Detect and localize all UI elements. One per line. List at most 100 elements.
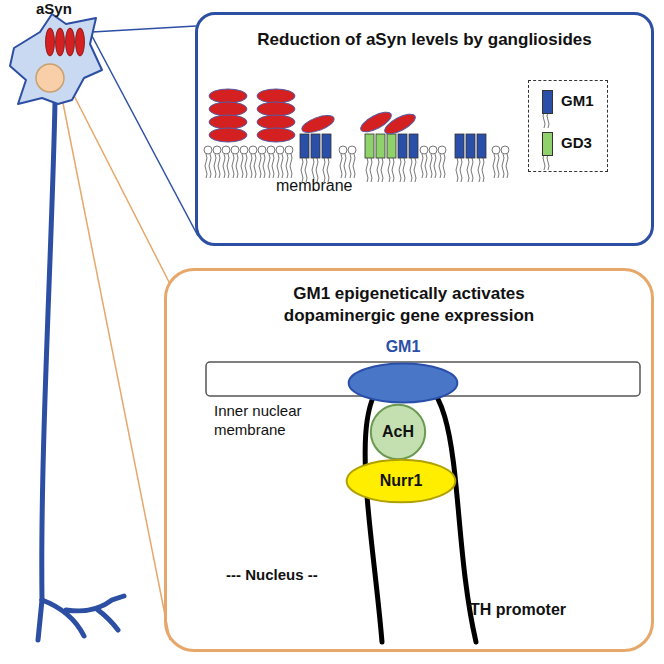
membrane-label: Inner nuclear membrane: [214, 402, 326, 440]
panel-title: Reduction of aSyn levels by gangliosides: [205, 29, 645, 51]
lipid-tail: [286, 154, 288, 178]
lipid-tail: [502, 154, 504, 178]
lipid-head: [213, 146, 221, 154]
asyn-protein: [257, 102, 295, 116]
lipid-tail: [272, 154, 274, 178]
asyn-protein: [209, 115, 247, 129]
legend-box: GM1GD3: [528, 80, 608, 172]
lipid-tail: [460, 158, 462, 182]
lipid-head: [348, 146, 356, 154]
lipid-tail: [456, 158, 458, 182]
asyn-aggregates: [46, 28, 85, 56]
ganglioside: [455, 134, 464, 158]
lipid-tail: [414, 158, 416, 182]
cell-body: [10, 14, 102, 104]
lipid-head: [438, 146, 446, 154]
leader-line: [92, 36, 198, 236]
nucleus: [36, 64, 64, 92]
lipid-tail: [399, 158, 401, 182]
lipid-tail: [263, 154, 265, 178]
asyn-protein: [209, 102, 247, 116]
lipid-tail: [277, 154, 279, 178]
lipid-tail: [218, 154, 220, 178]
lipid-head: [276, 146, 284, 154]
lipid-tail: [410, 158, 412, 182]
lipid-tail: [281, 154, 283, 178]
asyn-protein: [300, 112, 336, 136]
lipid-tail: [232, 154, 234, 178]
cell-label: aSyn: [36, 0, 72, 19]
lipid-head: [501, 146, 509, 154]
lipid-tail: [478, 158, 480, 182]
lipid-membrane: [204, 89, 549, 182]
lipid-tail: [388, 158, 390, 182]
lipid-tail: [227, 154, 229, 178]
lipid-tail: [209, 154, 211, 178]
node-outline: [371, 405, 425, 459]
molecule-node: GM1: [347, 363, 459, 403]
lipid-tail: [439, 154, 441, 178]
lipid-tail: [381, 158, 383, 182]
lipid-tail: [268, 154, 270, 178]
lipid-tail: [214, 154, 216, 178]
molecule-node: Nurr1: [345, 459, 457, 503]
leader-line: [60, 88, 170, 640]
node-label: GM1: [347, 337, 459, 358]
lipid-tail: [241, 154, 243, 178]
panel-title: GM1 epigenetically activates dopaminergi…: [259, 283, 559, 327]
lipid-tail: [250, 154, 252, 178]
lipid-head: [204, 146, 212, 154]
legend-label: GD3: [561, 134, 592, 151]
lipid-tail: [254, 154, 256, 178]
legend-label: GM1: [561, 92, 594, 109]
ganglioside: [477, 134, 486, 158]
lipid-tail: [493, 154, 495, 178]
lipid-head: [249, 146, 257, 154]
molecule-node: AcH: [370, 404, 426, 460]
lipid-tail: [497, 154, 499, 178]
ganglioside: [409, 134, 418, 158]
legend-swatch: [542, 90, 553, 114]
lipid-head: [492, 146, 500, 154]
membrane-label: membrane: [276, 176, 352, 196]
ganglioside: [311, 134, 320, 158]
region-label: --- Nucleus --: [226, 566, 318, 585]
lipid-head: [267, 146, 275, 154]
lipid-head: [429, 146, 437, 154]
lipid-tail: [377, 158, 379, 182]
ganglioside: [398, 134, 407, 158]
axon: [38, 102, 124, 640]
asyn-protein: [257, 128, 295, 142]
lipid-tail: [340, 154, 342, 178]
lipid-tail: [392, 158, 394, 182]
lipid-tail: [223, 154, 225, 178]
lipid-tail: [443, 154, 445, 178]
node-label: AcH: [370, 422, 426, 443]
lipid-head: [222, 146, 230, 154]
lipid-tail: [471, 158, 473, 182]
lipid-tail: [403, 158, 405, 182]
ganglioside: [322, 134, 331, 158]
asyn-protein: [209, 128, 247, 142]
ganglioside: [376, 134, 385, 158]
lipid-tail: [205, 154, 207, 178]
lipid-tail: [430, 154, 432, 178]
lipid-head: [339, 146, 347, 154]
node-label: Nurr1: [345, 471, 457, 492]
lipid-head: [258, 146, 266, 154]
lipid-tail: [434, 154, 436, 178]
ganglioside: [365, 134, 374, 158]
asyn-protein: [257, 115, 295, 129]
lipid-tail: [370, 158, 372, 182]
lipid-tail: [259, 154, 261, 178]
lipid-head: [420, 146, 428, 154]
lipid-tail: [236, 154, 238, 178]
ganglioside: [466, 134, 475, 158]
panel-box: GM1 epigenetically activates dopaminergi…: [164, 268, 654, 652]
lipid-tail: [482, 158, 484, 182]
node-shape: [347, 363, 459, 403]
lipid-tail: [353, 154, 355, 178]
lipid-tail: [366, 158, 368, 182]
ganglioside: [300, 134, 309, 158]
lipid-tail: [344, 154, 346, 178]
